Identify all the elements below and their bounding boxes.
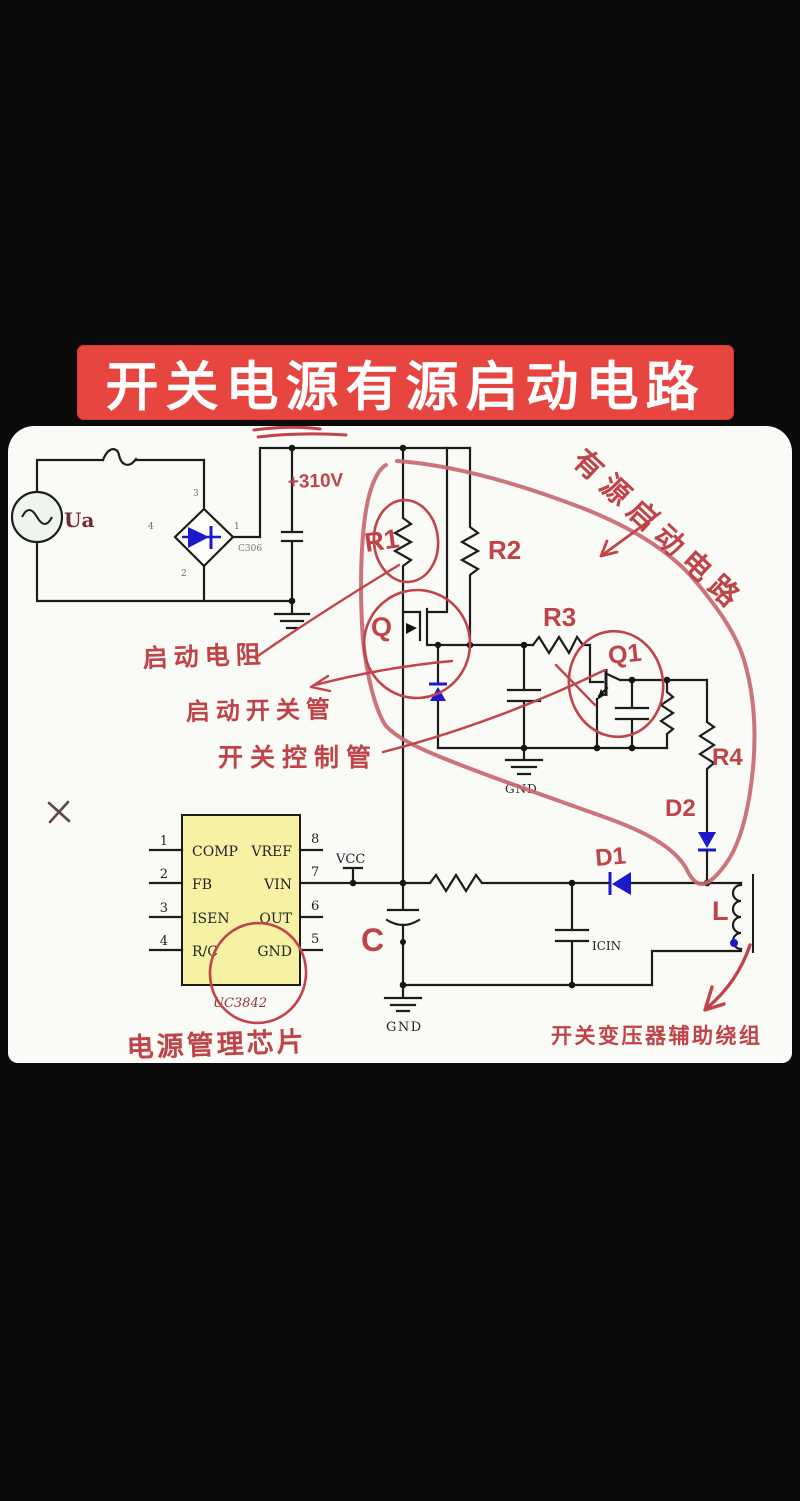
winding-arrow [703, 943, 752, 1012]
title-banner: 开关电源有源启动电路 [77, 345, 734, 420]
chip-circle [208, 921, 308, 1025]
startup-resistor-r1 [392, 446, 414, 885]
icin-label: ICIN [592, 939, 621, 953]
pin-label-rc: R/C [192, 944, 218, 960]
r1-circle [372, 498, 440, 584]
pin-num-1: 1 [160, 834, 168, 849]
d2-label: D2 [665, 795, 696, 822]
pin-num-4: 4 [160, 934, 168, 949]
zener-d2 [698, 832, 716, 885]
q1-circle [567, 629, 665, 739]
dc-rail: C306 [231, 446, 472, 603]
emitter-arrow-icon [597, 689, 605, 700]
q-circle [362, 588, 472, 700]
pin-num-7: 7 [311, 865, 319, 880]
capacitor-1 [506, 643, 542, 750]
annotation-power-chip: 电源管理芯片 [126, 1027, 307, 1063]
pin-label-fb: FB [192, 877, 212, 893]
r3-label: R3 [543, 602, 576, 632]
page-title: 开关电源有源启动电路 [105, 357, 706, 417]
diode-d1-icon [612, 872, 631, 895]
ac-source-circuit [10, 448, 311, 630]
resistor-r3 [531, 634, 605, 684]
capacitor-icin: ICIN [554, 881, 621, 987]
resistor-r4 [697, 678, 717, 833]
pin-num-3: 3 [160, 901, 168, 916]
source-label: Ua [64, 508, 94, 532]
r4-label: R4 [712, 744, 743, 771]
bridge-pin-bottom: 2 [181, 569, 187, 579]
chip-body [181, 814, 301, 986]
bridge-pin-left: 4 [148, 522, 154, 532]
diode-d1 [608, 872, 631, 895]
ground-rail-mid: GND [436, 746, 669, 796]
pin-label-comp: COMP [192, 844, 238, 860]
filter-cap-label: C306 [238, 544, 262, 554]
annotation-transformer-winding: 开关变压器辅助绕组 [551, 1024, 763, 1048]
capacitor-2 [614, 678, 650, 750]
resistor-base [659, 678, 675, 750]
mosfet-q [401, 446, 535, 647]
gnd-label-bottom: GND [386, 1020, 423, 1035]
bridge-diode-icon [188, 527, 209, 548]
c-label: C [361, 922, 384, 958]
annotation-active-startup: 有源启动电路 [566, 443, 751, 619]
startup-resistor-pointer [253, 563, 401, 660]
chip-part-label: UC3842 [213, 996, 267, 1011]
ground-icon-bridge [273, 612, 311, 630]
switch-control-pointer [381, 663, 607, 754]
pin-num-5: 5 [311, 932, 319, 947]
transistor-q1 [595, 669, 709, 750]
pin-label-isen: ISEN [192, 911, 230, 927]
cropped-scribble [252, 426, 348, 439]
vcc-network: VCC [298, 852, 743, 894]
annotation-startup-resistor: 启动电阻 [142, 640, 267, 673]
zener-d2-icon [698, 832, 716, 848]
annotation-startup-switch: 启动开关管 [186, 695, 336, 726]
mosfet-arrow-icon [406, 623, 417, 634]
pin-label-vref: VREF [250, 844, 292, 860]
vcc-label: VCC [335, 852, 365, 867]
startup-switch-pointer [309, 659, 454, 693]
circuit-schematic: 3 1 2 4 C306 GND [10, 426, 763, 1063]
pin-label-gnd: GND [257, 944, 292, 960]
ground-bottom: GND [383, 983, 423, 1035]
bridge-pin-top: 3 [193, 489, 199, 499]
aux-winding [401, 874, 754, 987]
bridge-pin-right: 1 [234, 522, 240, 532]
q-label: Q [371, 612, 392, 642]
pin-num-2: 2 [160, 867, 168, 882]
r2-label: R2 [488, 535, 521, 565]
resistor-r2 [459, 446, 481, 647]
annotation-switch-control: 开关控制管 [218, 743, 378, 772]
q1-label: Q1 [607, 639, 643, 670]
r1-label: R1 [363, 523, 401, 558]
winding-polarity-dot [730, 939, 738, 947]
fuse-icon [101, 448, 138, 466]
red-annotations: +310V R1 R2 Q R3 Q1 R4 D2 D1 L C 启动电阻 启动… [47, 426, 763, 1063]
rail-voltage-label: +310V [287, 470, 343, 493]
capacitor-c [385, 881, 421, 987]
pwm-chip: 1 2 3 4 8 7 6 5 COMP FB ISEN R/C VREF VI… [148, 814, 324, 1011]
active-startup-arrow [599, 511, 662, 558]
pin-num-8: 8 [311, 832, 319, 847]
schematic-canvas: 3 1 2 4 C306 GND [8, 426, 792, 1063]
pin-num-6: 6 [311, 899, 319, 914]
d1-label: D1 [594, 842, 627, 872]
bridge-rectifier: 3 1 2 4 [148, 489, 240, 579]
x-mark-icon [47, 800, 71, 824]
l-label: L [712, 896, 729, 926]
pin-label-vin: VIN [263, 877, 292, 893]
